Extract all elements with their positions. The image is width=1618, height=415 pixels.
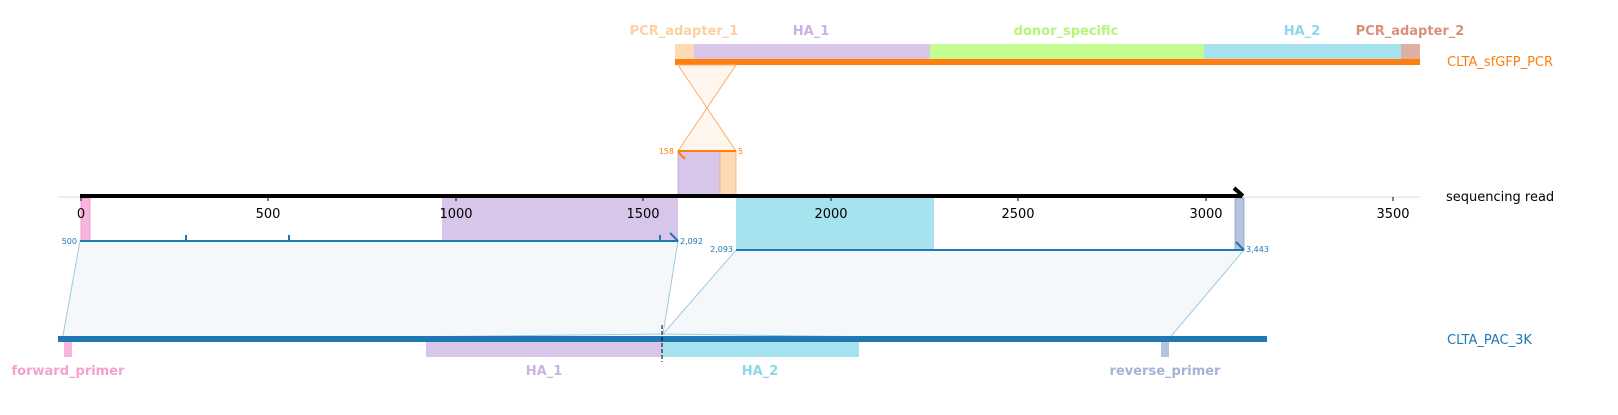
read-feature-ha-2 xyxy=(736,198,934,250)
feature-donor-specific xyxy=(930,44,1204,60)
pac-feature-forward-primer xyxy=(64,342,72,357)
pac1-start-coord: 500 xyxy=(62,237,77,246)
pac-alignment-band-1 xyxy=(61,240,679,342)
sequencing-read-track: 0 500 1000 1500 2000 2500 3000 3500 sequ… xyxy=(58,186,1554,251)
label-forward-primer: forward_primer xyxy=(12,364,126,379)
label-donor-specific: donor_specific xyxy=(1014,24,1119,39)
pac-reference: forward_primer HA_1 HA_2 reverse_primer … xyxy=(12,325,1532,379)
axis-tick-label: 0 xyxy=(77,207,85,222)
feature-pcr-adapter-2 xyxy=(1401,44,1420,60)
pac2-start-coord: 2,093 xyxy=(710,245,733,254)
feature-ha-1 xyxy=(694,44,930,60)
read-axis-ticks: 0 500 1000 1500 2000 2500 3000 3500 xyxy=(77,197,1410,222)
pac-feature-ha-1 xyxy=(426,342,662,357)
pac-alignment-arrowhead-1 xyxy=(669,232,679,242)
axis-tick-label: 3500 xyxy=(1376,207,1409,222)
track-label-pcr: CLTA_sfGFP_PCR xyxy=(1447,55,1553,70)
track-label-pac: CLTA_PAC_3K xyxy=(1447,333,1532,348)
label-ha-2-top: HA_2 xyxy=(1284,24,1321,39)
feature-pcr-adapter-1 xyxy=(675,44,694,60)
label-ha-1-top: HA_1 xyxy=(793,24,830,39)
read-arrowhead-icon xyxy=(1232,186,1245,198)
label-pcr-adapter-1: PCR_adapter_1 xyxy=(630,24,739,39)
axis-tick-label: 1500 xyxy=(626,207,659,222)
pac-feature-ha-2 xyxy=(662,342,859,357)
pcr-start-coord: 158 xyxy=(659,147,674,156)
axis-tick-label: 2000 xyxy=(814,207,847,222)
pac2-end-coord: 3,443 xyxy=(1246,245,1269,254)
axis-tick-label: 3000 xyxy=(1189,207,1222,222)
pcr-reference: PCR_adapter_1 HA_1 donor_specific HA_2 P… xyxy=(630,24,1553,70)
pac-alignment-arrowhead-2 xyxy=(1235,241,1245,251)
feature-ha-2 xyxy=(1204,44,1401,60)
pac-alignment-band-2 xyxy=(661,249,1246,342)
label-reverse-primer: reverse_primer xyxy=(1110,364,1222,379)
pac1-end-coord: 2,092 xyxy=(680,237,703,246)
label-ha-1-bottom: HA_1 xyxy=(526,364,563,379)
axis-tick-label: 500 xyxy=(256,207,281,222)
pac-alignment-connectors: 500 2,092 2,093 3,443 xyxy=(61,232,1269,342)
pcr-track-line xyxy=(675,59,1420,65)
axis-tick-label: 2500 xyxy=(1001,207,1034,222)
pcr-connector-band xyxy=(677,64,737,152)
label-ha-2-bottom: HA_2 xyxy=(742,364,779,379)
pac-feature-reverse-primer xyxy=(1161,342,1169,357)
read-feature-ha-1 xyxy=(442,198,678,241)
track-label-read: sequencing read xyxy=(1446,190,1554,205)
pcr-alignment-connector: 158 5 xyxy=(659,64,743,198)
pcr-end-coord: 5 xyxy=(738,147,743,156)
read-segment-adapter-1 xyxy=(719,150,737,198)
label-pcr-adapter-2: PCR_adapter_2 xyxy=(1356,24,1465,39)
axis-tick-label: 1000 xyxy=(439,207,472,222)
pcr-alignment-arrowhead xyxy=(677,151,686,160)
